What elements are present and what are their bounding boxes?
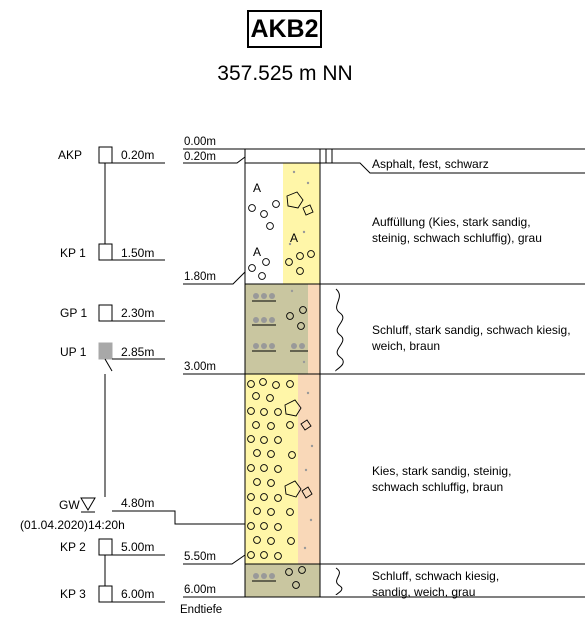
sample-box bbox=[98, 146, 113, 164]
sample-id: AKP bbox=[58, 148, 82, 162]
sample-id: KP 1 bbox=[60, 246, 86, 260]
depth-label: 1.80m bbox=[184, 271, 216, 283]
depth-label: 3.00m bbox=[184, 361, 216, 373]
sample-depth: 6.00m bbox=[121, 587, 154, 601]
depth-label: 5.50m bbox=[184, 551, 216, 563]
sample-depth: 2.30m bbox=[121, 306, 154, 320]
fill-symbol-letter: A bbox=[253, 245, 261, 259]
sample-depth: 5.00m bbox=[121, 540, 154, 554]
sample-box bbox=[98, 243, 113, 261]
groundwater-marker bbox=[80, 497, 245, 525]
layer-description-line: weich, braun bbox=[371, 339, 440, 353]
borehole-elevation: 357.525 m NN bbox=[217, 62, 353, 85]
sample-depth: 0.20m bbox=[121, 148, 154, 162]
layer-description-line: steinig, schwach schluffig), grau bbox=[372, 231, 542, 245]
layer-description-line: Schluff, stark sandig, schwach kiesig, bbox=[372, 323, 571, 337]
fill-symbol-letter: A bbox=[253, 181, 261, 195]
column-outline bbox=[244, 148, 321, 598]
layer-schluff1-right bbox=[308, 284, 320, 374]
layer-description-line: Asphalt, fest, schwarz bbox=[372, 157, 489, 171]
layer-fill-left bbox=[245, 163, 283, 284]
layer-description-line: Schluff, schwach kiesig, bbox=[372, 569, 499, 583]
sample-id: GP 1 bbox=[60, 306, 87, 320]
sample-box bbox=[98, 585, 113, 603]
schluff-dots bbox=[252, 289, 308, 364]
layer-description-line: Kies, stark sandig, steinig, bbox=[372, 464, 511, 478]
sample-markers bbox=[98, 146, 165, 603]
sample-depth: 1.50m bbox=[121, 246, 154, 260]
layer-description-line: sandig, weich, grau bbox=[372, 585, 475, 599]
sample-box bbox=[98, 304, 113, 322]
layer-asphalt-fill bbox=[245, 149, 320, 163]
groundwater-depth: 4.80m bbox=[121, 496, 154, 510]
sample-id: KP 2 bbox=[60, 540, 86, 554]
sample-depth: 2.85m bbox=[121, 345, 154, 359]
depth-label: 6.00m bbox=[184, 584, 216, 596]
layer-kies-right bbox=[298, 374, 320, 564]
soil-symbols bbox=[247, 170, 315, 589]
depth-label: 0.00m bbox=[184, 136, 216, 148]
groundwater-triangle-icon bbox=[80, 497, 96, 511]
layer-description-line: schwach schluffig, braun bbox=[372, 480, 503, 494]
sample-id: KP 3 bbox=[60, 587, 86, 601]
depth-lines bbox=[183, 148, 246, 598]
borehole-title: AKB2 bbox=[247, 10, 322, 48]
layer-fill-right bbox=[283, 163, 320, 284]
layer-schluff2-fill bbox=[245, 564, 320, 597]
groundwater-date: (01.04.2020)14:20h bbox=[20, 518, 125, 532]
kies-symbols bbox=[247, 378, 314, 560]
end-depth-label: Endtiefe bbox=[180, 604, 222, 616]
layer-description-line: Auffüllung (Kies, stark sandig, bbox=[372, 215, 531, 229]
schluff2-symbols bbox=[252, 566, 306, 589]
depth-label: 0.20m bbox=[184, 151, 216, 163]
layer-connectors bbox=[320, 148, 585, 598]
sample-box bbox=[98, 538, 113, 556]
groundwater-label: GW bbox=[59, 498, 80, 512]
fill-symbol-letter: A bbox=[290, 231, 298, 245]
sample-box-filled bbox=[98, 342, 113, 360]
layer-schluff1-left bbox=[245, 284, 298, 374]
layer-fills bbox=[245, 149, 320, 597]
sample-id: UP 1 bbox=[60, 345, 87, 359]
